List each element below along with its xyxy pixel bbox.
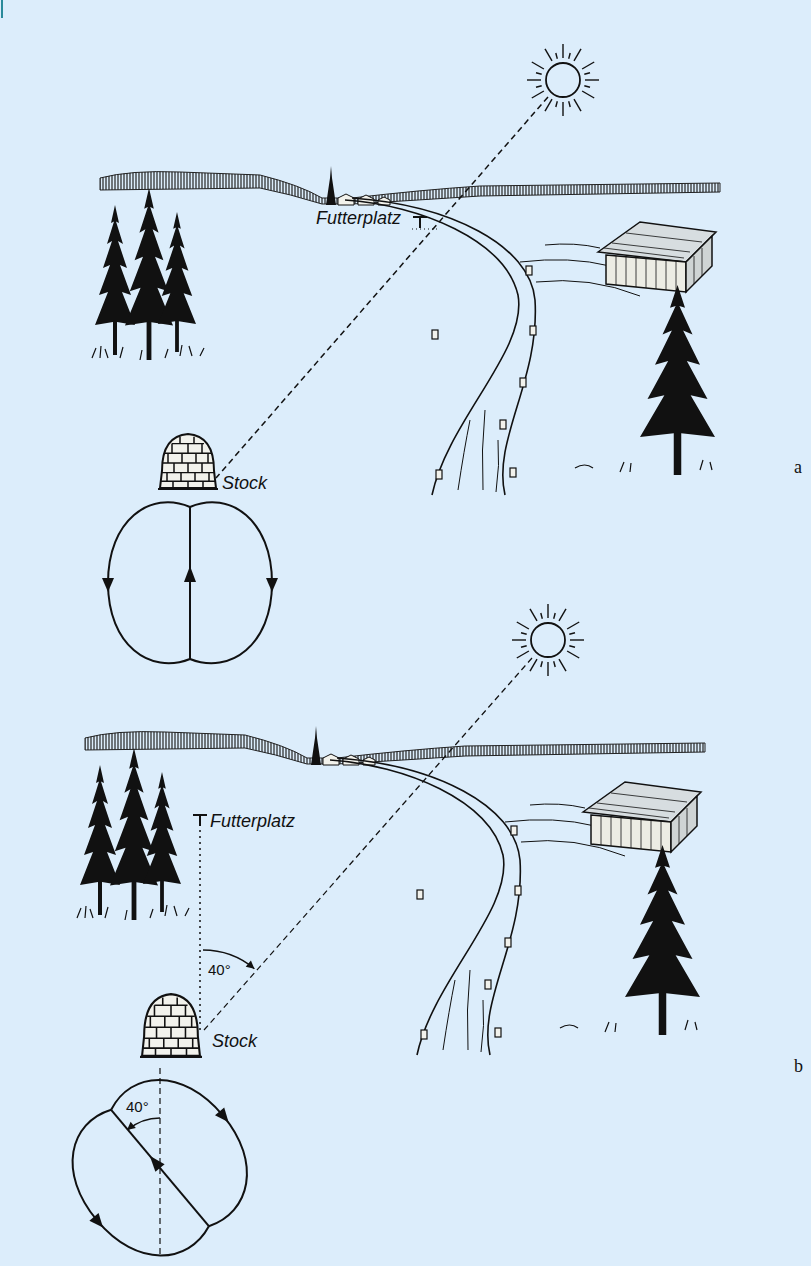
angle-label: 40° (126, 1099, 149, 1116)
feeder (413, 217, 427, 228)
sun-direction-line (204, 658, 532, 1030)
waggle-dance-b (108, 1053, 274, 1229)
sun-direction-line (216, 97, 548, 478)
waggle-dance-b (145, 1152, 164, 1172)
feeder (193, 815, 207, 826)
dance-arrows-a (102, 566, 278, 592)
dance-arrows-a (184, 566, 196, 582)
feeder-ground (412, 229, 440, 230)
panel-a-scene (92, 44, 720, 663)
waggle-dance-b (215, 1108, 233, 1126)
dance-arrows-a (102, 578, 114, 592)
place-label: Stock (212, 1032, 257, 1052)
waggle-dance-a (189, 507, 191, 659)
waggle-dance-b (45, 1106, 211, 1266)
place-label: Stock (222, 474, 267, 494)
waggle-dance-b (45, 1053, 274, 1266)
waggle-dance-b (111, 1110, 209, 1226)
waggle-dance-a (108, 502, 190, 663)
page-edge-mark (1, 0, 3, 18)
dance-angle-arrowhead (127, 1122, 136, 1130)
waggle-dance-b (41, 1050, 279, 1266)
waggle-dance-a (108, 502, 272, 663)
sun (512, 604, 584, 676)
landscape (92, 166, 720, 495)
dance-angle-arc (128, 1118, 160, 1130)
sun (527, 44, 599, 116)
panel-b-scene (41, 604, 705, 1266)
place-label: Futterplatz (316, 209, 401, 229)
panel-letter: a (794, 458, 802, 478)
place-label: Futterplatz (210, 812, 295, 832)
waggle-dance-a (190, 502, 272, 663)
feeder-direction-line (199, 830, 201, 1030)
waggle-dance-b (82, 1099, 233, 1231)
angle-label: 40° (208, 962, 231, 979)
angle-arrowhead (246, 961, 255, 969)
dance-arrows-a (266, 578, 278, 592)
beehive (158, 434, 218, 489)
panel-letter: b (794, 1057, 803, 1077)
beehive (140, 994, 202, 1057)
waggle-dance-b (89, 1213, 107, 1231)
